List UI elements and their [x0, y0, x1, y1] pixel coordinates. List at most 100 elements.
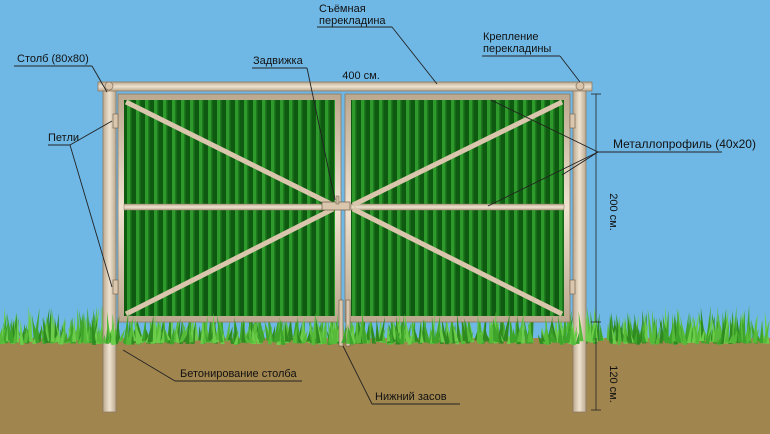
grass-blade	[423, 318, 431, 343]
hinge-left-bottom	[112, 279, 119, 295]
grass-blade	[659, 334, 664, 344]
grass-blade	[152, 315, 157, 344]
grass-blade	[747, 325, 752, 341]
grass-blade	[365, 321, 370, 341]
grass-blade	[394, 325, 402, 343]
grass-blade	[130, 334, 135, 345]
grass-blade	[399, 314, 405, 345]
grass-blade	[349, 307, 357, 343]
grass-blade	[671, 322, 676, 342]
grass-blade	[347, 324, 355, 345]
right-gate-leaf	[344, 93, 571, 323]
grass-blade	[27, 321, 34, 342]
grass-blade	[631, 320, 636, 344]
grass-blade	[675, 311, 680, 342]
grass-blade	[96, 325, 101, 343]
width-dimension: 400 см.	[342, 70, 380, 82]
grass-blade	[72, 316, 77, 342]
grass-blade	[435, 313, 441, 343]
bottom-bolt	[338, 299, 344, 347]
grass-blade	[33, 322, 40, 343]
grass-blade	[63, 331, 68, 343]
grass-blade	[692, 311, 700, 342]
grass-blade	[83, 313, 88, 344]
grass-blade	[691, 328, 696, 343]
grass-blade	[700, 329, 705, 342]
left-post	[102, 83, 117, 413]
grass-blade	[759, 319, 764, 344]
grass-blade	[59, 319, 67, 344]
grass-blade	[735, 328, 743, 342]
bottom-bolt-label: Нижний засов	[375, 391, 447, 403]
crossbar-mount-left	[104, 81, 114, 91]
grass-blade	[562, 307, 567, 344]
grass-blade	[762, 319, 770, 343]
grass-blade	[498, 326, 503, 343]
grass-blade	[655, 325, 661, 345]
grass-blade	[732, 332, 737, 344]
grass-blade	[386, 326, 391, 342]
grass-blade	[492, 317, 500, 342]
grass-blade	[112, 314, 117, 345]
grass-blade	[284, 322, 289, 342]
grass-blade	[675, 323, 682, 344]
grass-blade	[216, 314, 224, 343]
grass-blade	[608, 316, 613, 342]
dimension-lines	[591, 93, 601, 411]
grass-blade	[713, 313, 718, 343]
grass-blade	[247, 325, 254, 344]
grass-blade	[289, 321, 294, 341]
grass-blade	[728, 334, 733, 344]
hinge-right-top	[569, 113, 576, 129]
grass-blade	[251, 326, 256, 342]
grass-blade	[306, 330, 311, 342]
grass-blade	[297, 332, 303, 343]
grass-blade	[545, 315, 550, 345]
grass-blade	[127, 316, 134, 345]
grass-blade	[617, 316, 622, 343]
left-gate-leaf	[117, 93, 342, 323]
grass-blade	[212, 312, 217, 343]
grass-blade	[0, 329, 5, 344]
grass-blade	[275, 320, 282, 342]
grass-blade	[465, 320, 473, 342]
grass-blade	[503, 311, 510, 342]
grass-blade	[43, 316, 50, 343]
grass-blade	[382, 331, 387, 344]
grass-blade	[516, 312, 524, 342]
grass-blade	[509, 330, 514, 344]
removable-crossbar	[97, 81, 593, 92]
grass-blade	[659, 318, 664, 341]
grass-blade	[361, 313, 369, 344]
grass-blade	[327, 320, 334, 344]
grass-blade	[244, 334, 251, 343]
grass-blade	[310, 322, 316, 345]
grass-blade	[445, 330, 450, 343]
grass-blade	[285, 317, 292, 341]
grass-blade	[341, 326, 348, 344]
grass-blade	[389, 329, 394, 344]
right-post	[572, 83, 587, 413]
removable-bar-label-line1: Съёмная	[319, 3, 366, 15]
grass-blade	[315, 316, 321, 344]
grass-blade	[599, 324, 604, 341]
grass-blade	[651, 317, 658, 342]
grass-blade	[181, 325, 189, 341]
grass-blade	[375, 318, 380, 342]
grass-blade	[0, 335, 3, 341]
grass-blade	[156, 317, 162, 343]
grass-blade	[170, 326, 175, 345]
grass-blade	[664, 309, 669, 344]
grass-blade	[330, 320, 338, 342]
grass-blade	[42, 317, 49, 343]
grass-blade	[95, 329, 102, 344]
grass-blade	[227, 326, 233, 341]
grass-blade	[23, 327, 30, 343]
grass-blade	[258, 334, 264, 344]
crossbar-mount-right	[575, 81, 585, 91]
grass-blade	[311, 333, 318, 342]
grass-blade	[452, 322, 459, 342]
grass-blade	[264, 320, 271, 342]
